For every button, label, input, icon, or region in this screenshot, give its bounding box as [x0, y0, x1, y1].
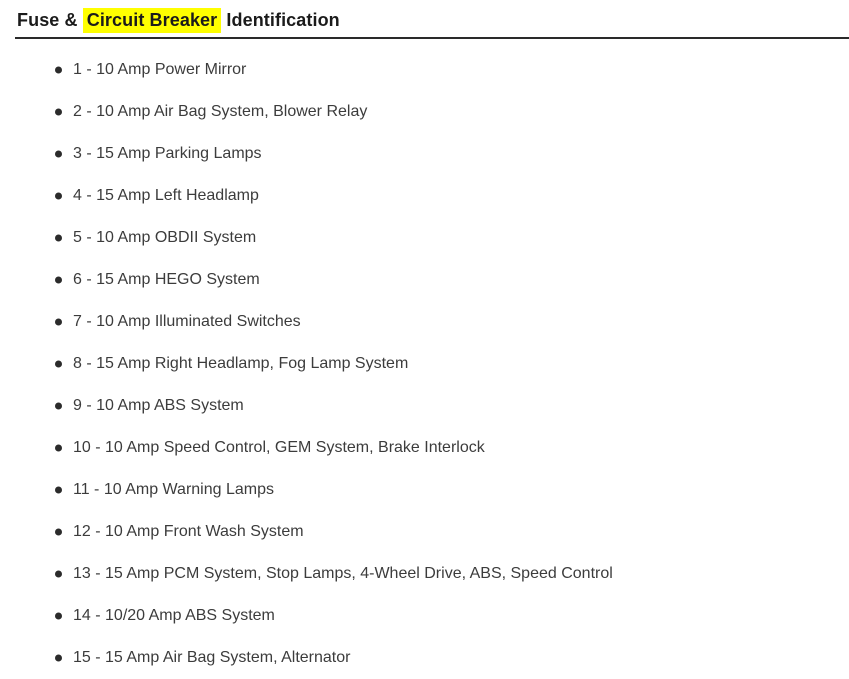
fuse-list-item: 9 - 10 Amp ABS System [0, 385, 849, 427]
fuse-list-item: 11 - 10 Amp Warning Lamps [0, 469, 849, 511]
fuse-list-item: 10 - 10 Amp Speed Control, GEM System, B… [0, 427, 849, 469]
page-title-prefix: Fuse & [17, 10, 83, 30]
page-title: Fuse & Circuit Breaker Identification [0, 0, 849, 33]
fuse-list-item: 15 - 15 Amp Air Bag System, Alternator [0, 637, 849, 679]
fuse-list-item: 6 - 15 Amp HEGO System [0, 259, 849, 301]
fuse-list-item: 1 - 10 Amp Power Mirror [0, 49, 849, 91]
fuse-list-item: 5 - 10 Amp OBDII System [0, 217, 849, 259]
fuse-list-item: 14 - 10/20 Amp ABS System [0, 595, 849, 637]
fuse-list-item: 7 - 10 Amp Illuminated Switches [0, 301, 849, 343]
page-title-highlighted-text: Circuit Breaker [82, 8, 222, 33]
fuse-list-item: 13 - 15 Amp PCM System, Stop Lamps, 4-Wh… [0, 553, 849, 595]
fuse-list-item: 2 - 10 Amp Air Bag System, Blower Relay [0, 91, 849, 133]
page-title-suffix: Identification [221, 10, 340, 30]
fuse-list-item: 3 - 15 Amp Parking Lamps [0, 133, 849, 175]
fuse-list-item: 8 - 15 Amp Right Headlamp, Fog Lamp Syst… [0, 343, 849, 385]
fuse-list-item: 4 - 15 Amp Left Headlamp [0, 175, 849, 217]
fuse-list-item: 12 - 10 Amp Front Wash System [0, 511, 849, 553]
title-divider [15, 37, 849, 39]
